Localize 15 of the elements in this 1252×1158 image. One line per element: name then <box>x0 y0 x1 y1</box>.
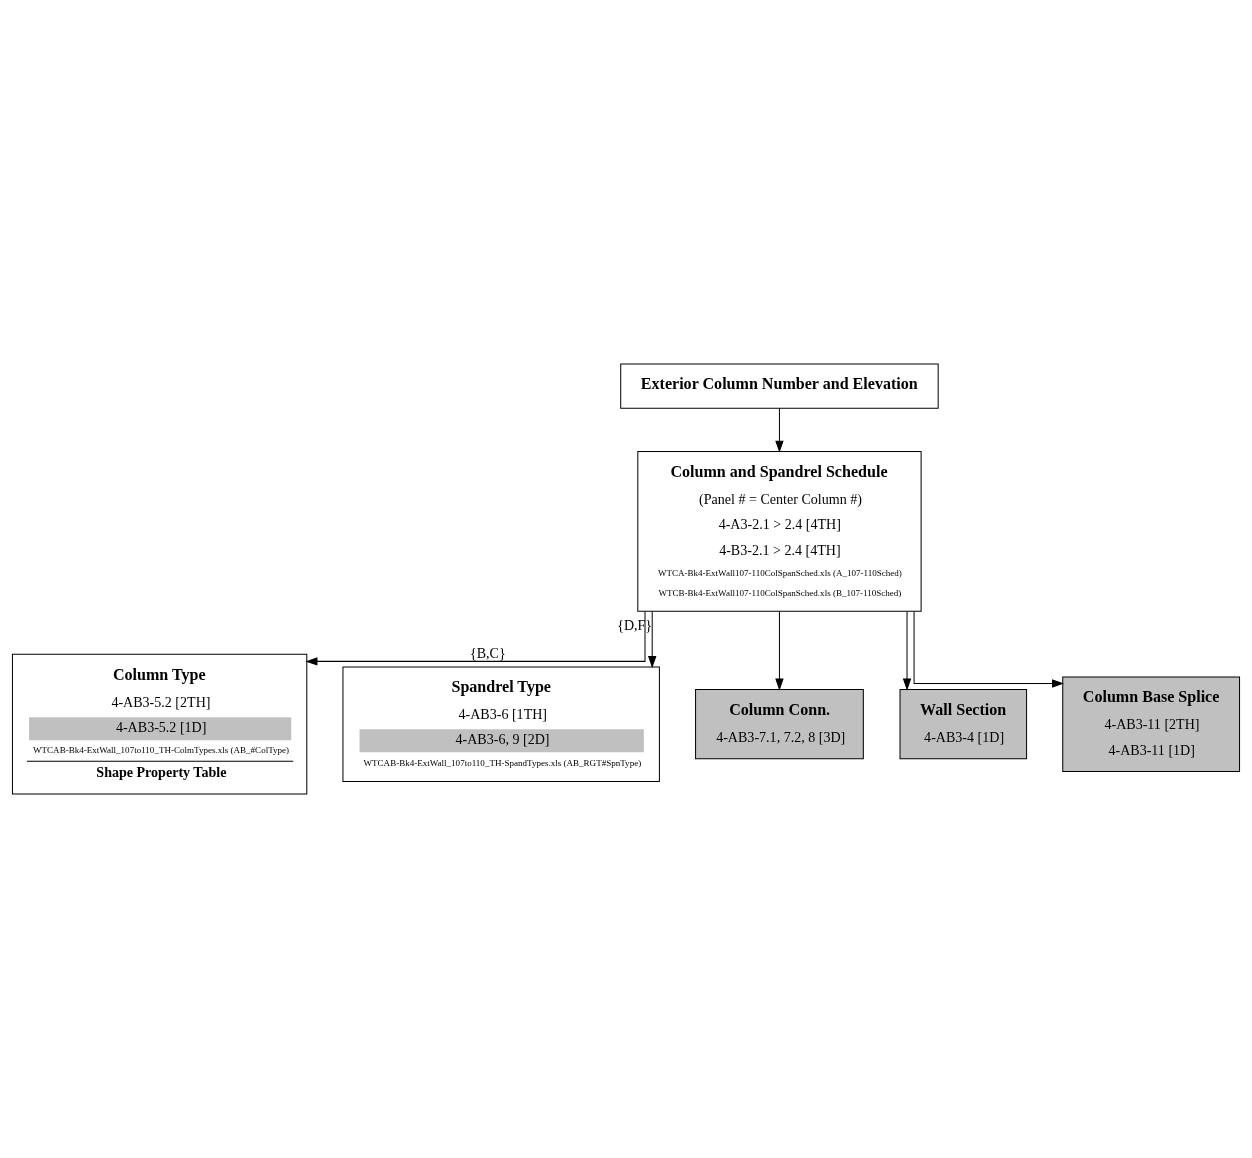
node-box: Spandrel Type 4-AB3-6 [1TH] 4-AB3-6, 9 [2D] WTCAB-Bk4-ExtWall_107to110_TH-SpandTypes.xls (AB_RGT#SpnType) <box>342 666 660 782</box>
node-box: Column and Spandrel Schedule (Panel # = Center Column #) 4-A3-2.1 > 2.4 [4TH] 4-B3-2.1 > 2.4 [4TH] WTCA-Bk4-ExtWall107-110ColSpanSched.xls (A_107-110Sched) WTCB-Bk4-ExtWall107-110ColSpanSched.xls (B_107-110Sched) <box>637 450 922 612</box>
arrow <box>306 610 646 666</box>
node-box: Column Conn. 4-AB3-7.1, 7.2, 8 [3D] <box>695 689 864 760</box>
arrow <box>913 610 1064 688</box>
arrow <box>903 610 912 690</box>
arrow <box>648 610 657 668</box>
node-box: Column Base Splice 4-AB3-11 [2TH] 4-AB3-11 [1D] <box>1062 676 1241 772</box>
node-box: Column Type 4-AB3-5.2 [2TH] 4-AB3-5.2 [1D] WTCAB-Bk4-ExtWall_107to110_TH-ColmTypes.xls (AB_#ColType) Shape Property Table <box>11 653 308 795</box>
node-box: Wall Section 4-AB3-4 [1D] <box>899 689 1028 760</box>
arrow <box>775 408 784 452</box>
edge-label: {B,C} <box>469 644 506 661</box>
edge-label: {D,F} <box>617 617 653 634</box>
node-box: Exterior Column Number and Elevation <box>620 363 939 409</box>
arrow <box>775 610 784 690</box>
